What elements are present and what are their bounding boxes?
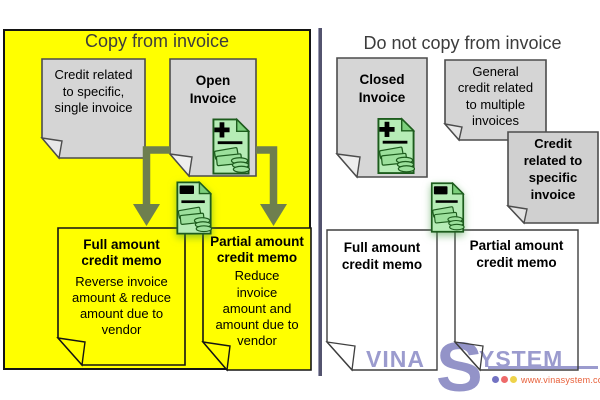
panel-divider	[318, 28, 322, 376]
note-credit-specific-single: Credit related to specific, single invoi…	[40, 58, 146, 160]
watermark-dot-red	[501, 376, 508, 383]
white-partial-memo-heading: Partial amount credit memo	[469, 238, 564, 270]
watermark-underline	[488, 366, 598, 369]
note-full-amount-memo-white: Full amount credit memo	[325, 229, 438, 372]
note-credit-specific-single-text: Credit related to specific, single invoi…	[54, 67, 133, 116]
full-memo-body: Reverse invoice amount & reduce amount d…	[71, 274, 171, 337]
note-credit-specific-invoice-text: Credit related to specific invoice	[523, 136, 583, 202]
watermark-dot-yellow	[510, 376, 517, 383]
open-invoice-label: Open Invoice	[189, 73, 237, 106]
watermark-big-s: S	[436, 328, 483, 400]
invoice-plus-money-icon	[377, 117, 415, 175]
note-general-credit-multiple-text: General credit related to multiple invoi…	[457, 64, 534, 128]
credit-memo-minus-money-icon	[176, 180, 212, 235]
credit-memo-minus-money-icon	[430, 182, 465, 233]
note-partial-amount-memo-white: Partial amount credit memo	[453, 229, 579, 372]
watermark-url: www.vinasystem.com	[521, 375, 600, 385]
invoice-plus-money-icon	[212, 117, 250, 175]
note-credit-specific-invoice: Credit related to specific invoice	[506, 131, 599, 225]
closed-invoice-label: Closed Invoice	[358, 72, 406, 105]
watermark-vina-text: VINA	[366, 346, 425, 372]
note-partial-amount-memo-yellow: Partial amount credit memo Reduce invoic…	[201, 227, 312, 372]
full-memo-heading: Full amount credit memo	[81, 237, 162, 269]
note-general-credit-multiple: General credit related to multiple invoi…	[443, 59, 547, 142]
copy-panel-title: Copy from invoice	[84, 31, 230, 51]
do-not-copy-panel-title: Do not copy from invoice	[363, 33, 562, 53]
partial-memo-body: Reduce invoice amount and amount due to …	[215, 268, 299, 349]
watermark-dot-blue	[492, 376, 499, 383]
note-full-amount-memo-yellow: Full amount credit memo Reverse invoice …	[56, 227, 186, 367]
white-full-memo-heading: Full amount credit memo	[341, 240, 423, 272]
watermark-ystem-text: YSTEM	[479, 346, 564, 372]
partial-memo-heading: Partial amount credit memo	[210, 234, 304, 266]
